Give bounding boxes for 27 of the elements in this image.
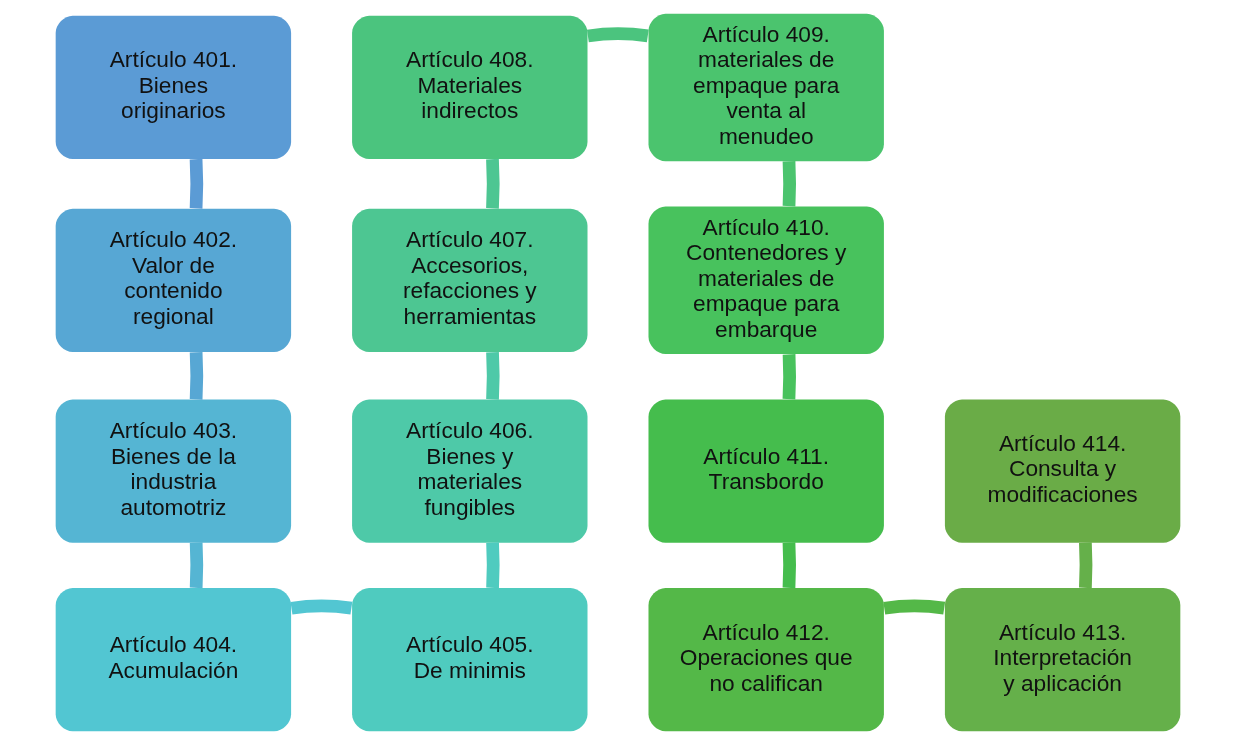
connector — [485, 158, 500, 209]
node-box: Artículo 411. Transbordo — [648, 399, 884, 543]
connector — [586, 27, 649, 43]
node-box: Artículo 408. Materiales indirectos — [351, 15, 587, 160]
node-box: Artículo 410. Contenedores y materiales de empaque para embarque — [648, 206, 884, 355]
connector — [882, 599, 945, 615]
node-box: Artículo 413. Interpretación y aplicación — [944, 588, 1180, 732]
node-box: Artículo 405. De minimis — [351, 588, 587, 732]
node-box: Artículo 401. Bienes originarios — [55, 15, 291, 160]
connector — [189, 351, 203, 400]
connector — [782, 160, 796, 207]
connector — [290, 599, 352, 615]
node-box: Artículo 402. Valor de contenido regional — [55, 208, 291, 352]
connector — [189, 542, 203, 589]
node-box: Artículo 414. Consulta y modificaciones — [944, 399, 1180, 543]
node-box: Artículo 412. Operaciones que no califican — [648, 588, 884, 732]
node-box: Artículo 407. Accesorios, refacciones y herramientas — [351, 208, 587, 352]
connector — [485, 351, 500, 400]
connector — [189, 158, 203, 209]
connector — [485, 542, 500, 589]
node-box: Artículo 409. materiales de empaque para venta al menudeo — [648, 13, 884, 162]
connector — [782, 542, 796, 589]
node-box: Artículo 404. Acumulación — [55, 588, 291, 732]
node-box: Artículo 403. Bienes de la industria automotriz — [55, 399, 291, 543]
connector — [782, 354, 796, 400]
node-box: Artículo 406. Bienes y materiales fungibles — [351, 399, 587, 543]
connector — [1078, 542, 1092, 589]
